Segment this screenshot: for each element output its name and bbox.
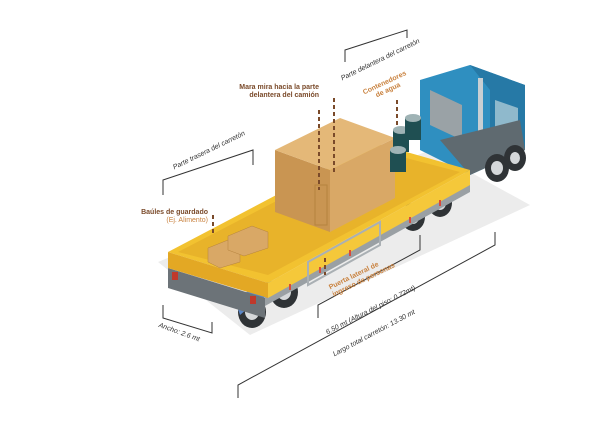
storage-example: (Ej. Alimento) (166, 217, 208, 224)
storage-title: Baúles de guardado (141, 209, 208, 216)
leader-lines (212, 98, 398, 275)
storage-boxes (207, 225, 269, 269)
truck-cab (420, 65, 525, 175)
storage-label: Baúles de guardado (Ej. Alimento) (123, 209, 208, 225)
front-direction-line2: delantera del camión (249, 92, 319, 99)
front-direction-line1: Mara mira hacia la parte (239, 84, 319, 91)
dimension-brackets (162, 29, 496, 398)
front-direction-label: Mara mira hacia la parte delantera del c… (237, 84, 319, 100)
water-barrels (390, 114, 421, 172)
